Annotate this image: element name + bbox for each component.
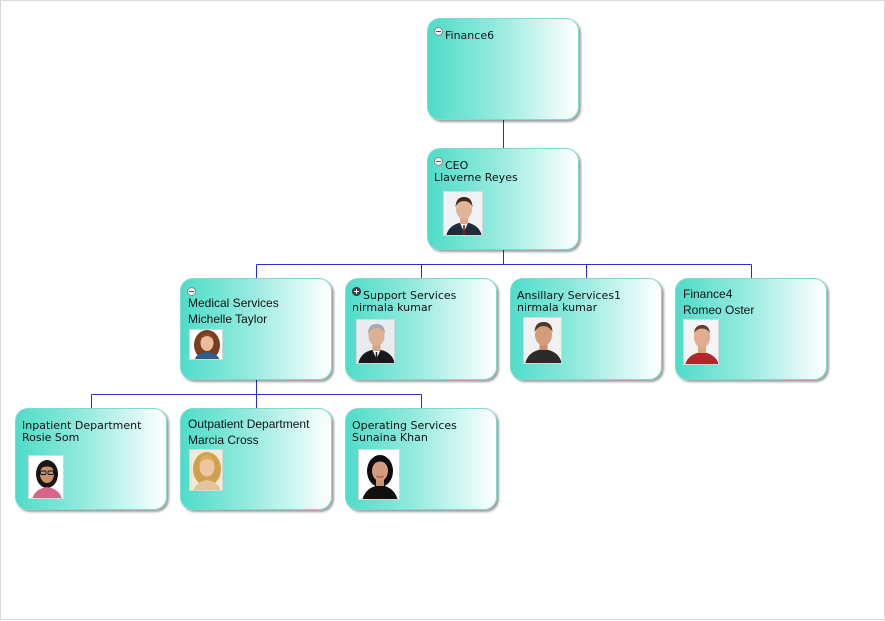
node-title: Ansillary Services1 <box>517 289 622 302</box>
woman-dark-hair-photo <box>358 449 400 500</box>
node-person-name: nirmala kumar <box>352 301 433 314</box>
node-title: Operating Services <box>352 419 457 432</box>
node-person-name: Sunaina Khan <box>352 431 428 444</box>
node-person-name: Rosie Som <box>22 431 80 444</box>
node-operating-services[interactable]: Operating Services Sunaina Khan <box>345 408 497 510</box>
node-title: Inpatient Department <box>22 419 142 432</box>
man-suit-photo <box>443 191 483 236</box>
collapse-toggle-icon[interactable] <box>187 287 196 296</box>
woman-curly-hair-photo <box>189 329 223 360</box>
node-title: Medical Services <box>188 296 279 310</box>
node-ceo[interactable]: CEO Llaverne Reyes <box>427 148 579 250</box>
node-outpatient-department[interactable]: Outpatient Department Marcia Cross <box>180 408 332 510</box>
node-medical-services[interactable]: Medical Services Michelle Taylor <box>180 278 332 380</box>
node-person-name: Marcia Cross <box>188 433 259 447</box>
node-person-name: nirmala kumar <box>517 301 598 314</box>
node-title: Finance4 <box>683 287 733 301</box>
connector-paths <box>91 120 752 408</box>
node-title: Support Services <box>363 289 457 302</box>
man-dark-shirt-photo <box>523 317 562 364</box>
node-title: Finance6 <box>445 29 495 42</box>
man-red-shirt-photo <box>683 319 719 365</box>
node-person-name: Michelle Taylor <box>188 312 268 326</box>
expand-toggle-icon[interactable] <box>352 287 361 296</box>
node-inpatient-department[interactable]: Inpatient Department Rosie Som <box>15 408 167 510</box>
node-ansillary-services1[interactable]: Ansillary Services1 nirmala kumar <box>510 278 662 380</box>
node-support-services[interactable]: Support Services nirmala kumar <box>345 278 497 380</box>
woman-glasses-photo <box>28 455 64 499</box>
woman-blonde-photo <box>189 449 223 491</box>
node-title: CEO <box>445 159 469 172</box>
node-person-name: Llaverne Reyes <box>434 171 518 184</box>
man-gray-hair-photo <box>356 319 395 364</box>
node-finance6[interactable]: Finance6 <box>427 18 579 120</box>
collapse-toggle-icon[interactable] <box>434 157 443 166</box>
node-finance4[interactable]: Finance4 Romeo Oster <box>675 278 827 380</box>
node-person-name: Romeo Oster <box>683 303 755 317</box>
collapse-toggle-icon[interactable] <box>434 27 443 36</box>
node-title: Outpatient Department <box>188 417 310 431</box>
